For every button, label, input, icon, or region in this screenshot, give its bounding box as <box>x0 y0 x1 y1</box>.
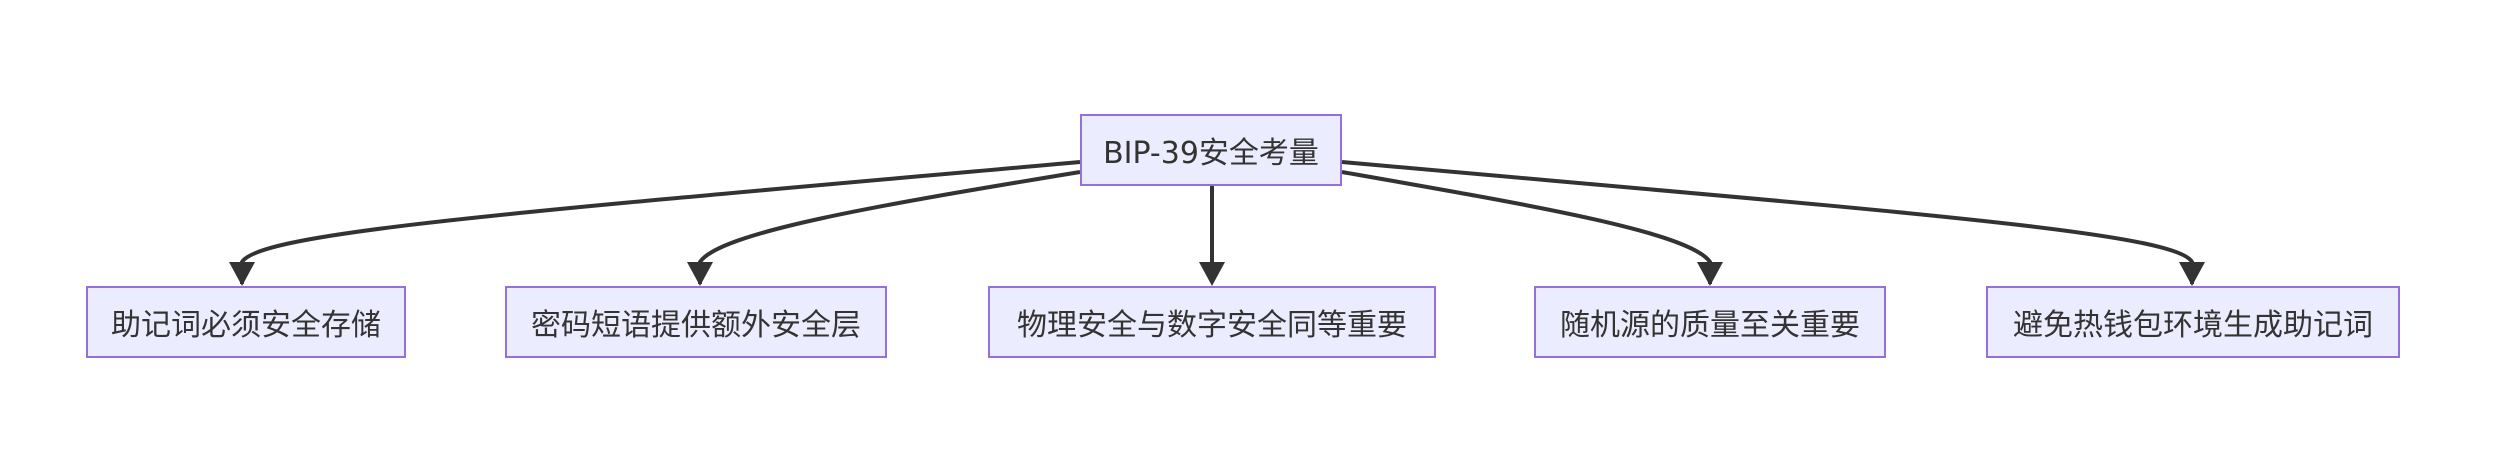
child-node-5: 避免热钱包环境生成助记词 <box>1986 286 2400 358</box>
child-node-1: 助记词必须安全存储 <box>86 286 406 358</box>
arrowhead-child-5 <box>2179 262 2205 286</box>
edge-root-to-child-2 <box>698 170 1081 284</box>
child-node-2: 密码短语提供额外安全层 <box>505 286 887 358</box>
child-node-3-label: 物理安全与数字安全同等重要 <box>1017 308 1407 343</box>
child-node-4-label: 随机源的质量至关重要 <box>1560 308 1860 343</box>
child-node-1-label: 助记词必须安全存储 <box>111 308 381 343</box>
child-node-5-label: 避免热钱包环境生成助记词 <box>2013 308 2373 343</box>
child-node-2-label: 密码短语提供额外安全层 <box>531 308 861 343</box>
edge-root-to-child-5 <box>1341 160 2194 284</box>
root-node: BIP-39安全考量 <box>1080 114 1342 186</box>
edge-root-to-child-1 <box>240 160 1081 284</box>
arrowhead-child-2 <box>687 262 713 286</box>
child-node-3: 物理安全与数字安全同等重要 <box>988 286 1436 358</box>
child-node-4: 随机源的质量至关重要 <box>1534 286 1886 358</box>
arrowhead-child-3 <box>1199 262 1225 286</box>
root-node-label: BIP-39安全考量 <box>1103 136 1319 171</box>
arrowhead-child-1 <box>229 262 255 286</box>
arrowhead-child-4 <box>1697 262 1723 286</box>
edge-root-to-child-4 <box>1341 170 1712 284</box>
